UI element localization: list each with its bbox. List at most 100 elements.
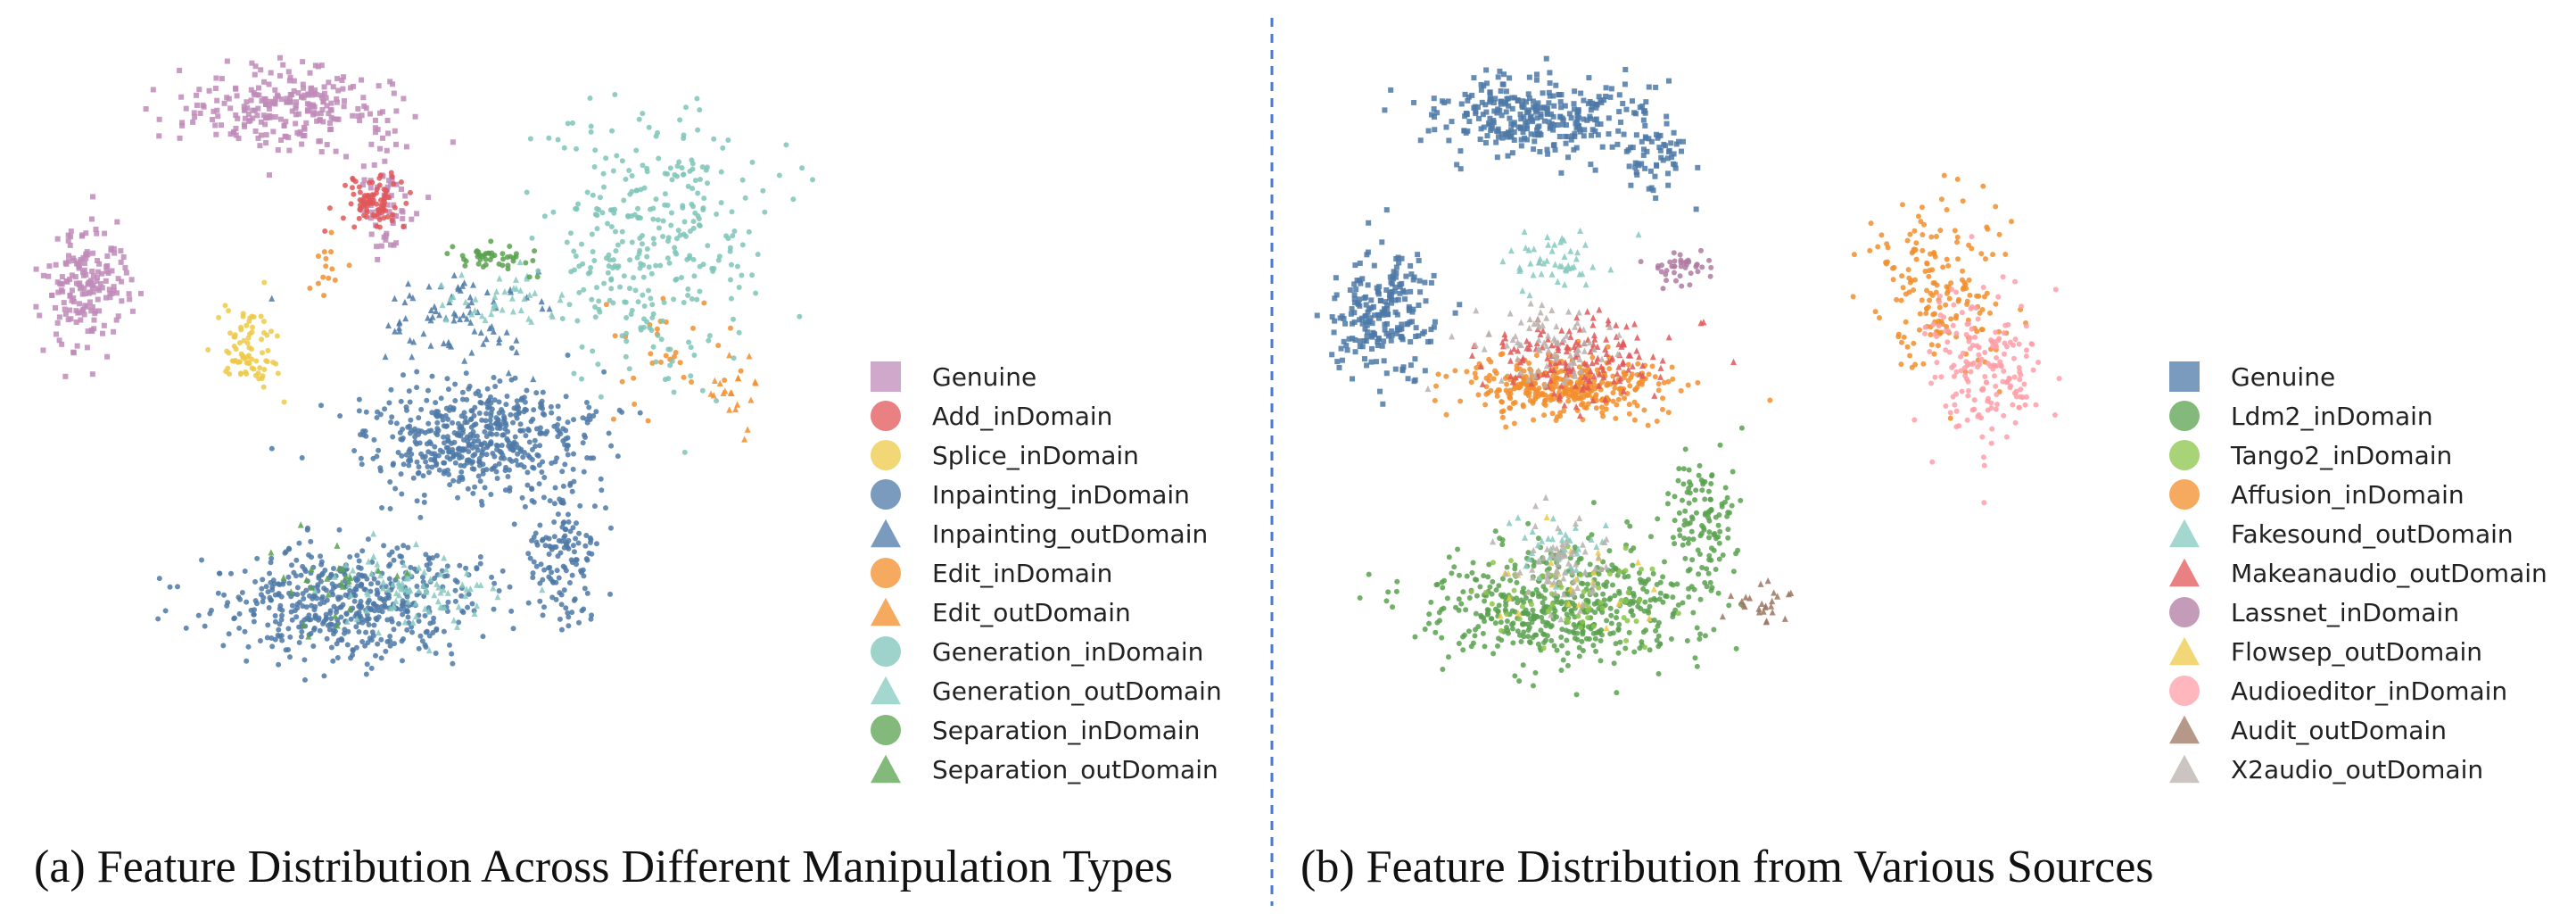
- data-point: [1538, 270, 1545, 278]
- data-point: [1421, 328, 1427, 335]
- data-point: [1698, 477, 1705, 483]
- data-point: [648, 295, 654, 302]
- data-point: [1541, 118, 1548, 124]
- data-point: [1559, 115, 1565, 121]
- data-point: [359, 77, 365, 83]
- data-point: [119, 278, 125, 285]
- data-point: [301, 595, 307, 602]
- data-point: [353, 577, 359, 584]
- data-point: [1545, 105, 1551, 112]
- data-point: [389, 178, 395, 184]
- data-point: [1679, 148, 1685, 154]
- data-point: [1733, 645, 1739, 651]
- data-point: [1499, 414, 1506, 420]
- data-point: [1509, 95, 1515, 101]
- data-point: [1560, 378, 1567, 386]
- data-point: [1611, 660, 1617, 667]
- data-point: [1392, 366, 1399, 372]
- data-point: [400, 372, 407, 378]
- data-point: [647, 206, 653, 212]
- data-point: [1361, 295, 1367, 302]
- data-point: [183, 105, 189, 112]
- data-point: [1487, 94, 1493, 100]
- data-point: [1993, 383, 1999, 389]
- data-point: [433, 462, 439, 469]
- data-point: [1546, 119, 1552, 125]
- data-point: [1590, 568, 1598, 576]
- data-point: [1563, 140, 1569, 146]
- data-point: [1614, 369, 1621, 378]
- data-point: [1640, 117, 1647, 123]
- data-point: [1469, 92, 1475, 98]
- data-point: [376, 608, 382, 614]
- data-point: [1508, 127, 1515, 133]
- data-point: [420, 582, 427, 589]
- data-point: [1515, 347, 1522, 354]
- data-point: [433, 307, 440, 315]
- data-point: [375, 641, 381, 647]
- data-point: [1499, 536, 1506, 543]
- data-point: [1910, 248, 1916, 254]
- data-point: [490, 328, 497, 335]
- data-point: [503, 402, 509, 408]
- data-point: [1556, 359, 1564, 366]
- data-point: [425, 566, 432, 572]
- data-point: [1352, 336, 1358, 343]
- data-point: [1626, 402, 1632, 408]
- data-point: [233, 125, 239, 131]
- data-point: [555, 137, 561, 143]
- data-point: [1627, 523, 1633, 529]
- data-point: [359, 548, 366, 554]
- data-point: [1349, 306, 1355, 312]
- data-point: [1590, 345, 1598, 353]
- data-point: [697, 288, 703, 295]
- data-point: [1575, 545, 1582, 552]
- data-point: [1439, 579, 1445, 585]
- data-point: [1692, 655, 1698, 661]
- data-point: [1599, 410, 1606, 416]
- data-point: [323, 255, 329, 261]
- data-point: [353, 624, 359, 630]
- data-point: [367, 185, 374, 191]
- data-point: [1652, 374, 1658, 380]
- data-point: [1682, 555, 1688, 561]
- data-point: [375, 207, 381, 213]
- data-point: [328, 229, 334, 236]
- data-point: [1425, 128, 1432, 134]
- data-point: [70, 295, 77, 302]
- data-point: [1412, 356, 1418, 362]
- data-point: [368, 665, 375, 671]
- data-point: [1545, 332, 1552, 339]
- data-point: [1503, 424, 1509, 430]
- data-point: [1641, 608, 1647, 614]
- data-point: [1588, 535, 1595, 543]
- data-point: [1636, 597, 1642, 603]
- data-point: [1755, 605, 1763, 612]
- data-point: [603, 302, 609, 308]
- data-point: [1935, 343, 1941, 349]
- data-point: [1408, 339, 1414, 345]
- data-point: [394, 545, 400, 552]
- data-point: [274, 333, 280, 339]
- data-point: [593, 409, 599, 415]
- data-point: [1702, 633, 1708, 639]
- data-point: [508, 253, 514, 260]
- data-point: [1621, 615, 1627, 621]
- data-point: [650, 236, 656, 242]
- data-point: [1443, 411, 1449, 418]
- data-point: [1588, 162, 1594, 168]
- data-point: [524, 407, 530, 413]
- data-point: [1568, 115, 1574, 121]
- data-point: [81, 286, 87, 292]
- data-point: [366, 616, 372, 622]
- data-point: [191, 110, 197, 116]
- data-point: [512, 434, 518, 440]
- data-point: [1593, 405, 1599, 411]
- data-point: [1571, 101, 1577, 107]
- data-point: [371, 436, 377, 443]
- data-point: [1619, 341, 1626, 348]
- data-point: [1519, 286, 1526, 295]
- data-point: [696, 222, 702, 228]
- data-point: [469, 444, 475, 451]
- data-point: [549, 569, 555, 576]
